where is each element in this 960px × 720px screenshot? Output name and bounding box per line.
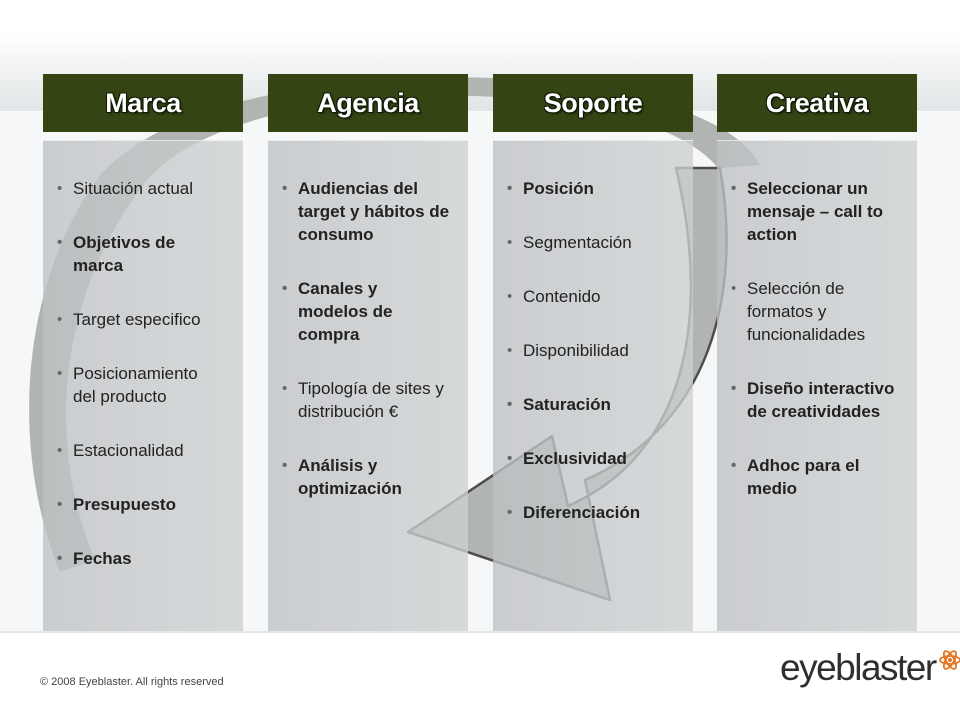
- list-item: Segmentación: [507, 231, 679, 254]
- eyeblaster-logo: eyeblaster: [780, 646, 960, 690]
- column-creativa: Creativa Seleccionar un mensaje – call t…: [717, 74, 917, 631]
- column-header: Soporte: [493, 74, 693, 132]
- list-item: Adhoc para el medio: [731, 454, 903, 500]
- column-marca: Marca Situación actual Objetivos de marc…: [43, 74, 243, 631]
- footer-divider: [0, 631, 960, 633]
- column-panel: Seleccionar un mensaje – call to action …: [717, 140, 917, 631]
- list-item: Audiencias del target y hábitos de consu…: [282, 177, 454, 246]
- copyright-notice: © 2008 Eyeblaster. All rights reserved: [40, 676, 224, 688]
- atom-icon: [938, 650, 960, 670]
- list-item: Saturación: [507, 393, 679, 416]
- list-item: Posición: [507, 177, 679, 200]
- column-panel: Posición Segmentación Contenido Disponib…: [493, 140, 693, 631]
- list-item: Tipología de sites y distribución €: [282, 377, 454, 423]
- list-item: Análisis y optimización: [282, 454, 454, 500]
- list-item: Presupuesto: [57, 493, 229, 516]
- logo-wordmark: eyeblaster: [780, 647, 937, 688]
- list-item: Situación actual: [57, 177, 229, 200]
- column-panel: Situación actual Objetivos de marca Targ…: [43, 140, 243, 631]
- column-header: Creativa: [717, 74, 917, 132]
- column-agencia: Agencia Audiencias del target y hábitos …: [268, 74, 468, 631]
- list-item: Selección de formatos y funcionalidades: [731, 277, 903, 346]
- list-item: Fechas: [57, 547, 229, 570]
- list-item: Posicionamiento del producto: [57, 362, 229, 408]
- column-panel: Audiencias del target y hábitos de consu…: [268, 140, 468, 631]
- column-soporte: Soporte Posición Segmentación Contenido …: [493, 74, 693, 631]
- column-header: Agencia: [268, 74, 468, 132]
- list-item: Diseño interactivo de creatividades: [731, 377, 903, 423]
- list-item: Canales y modelos de compra: [282, 277, 454, 346]
- list-item: Estacionalidad: [57, 439, 229, 462]
- list-item: Diferenciación: [507, 501, 679, 524]
- list-item: Objetivos de marca: [57, 231, 229, 277]
- list-item: Exclusividad: [507, 447, 679, 470]
- column-header: Marca: [43, 74, 243, 132]
- list-item: Contenido: [507, 285, 679, 308]
- list-item: Target especifico: [57, 308, 229, 331]
- list-item: Disponibilidad: [507, 339, 679, 362]
- list-item: Seleccionar un mensaje – call to action: [731, 177, 903, 246]
